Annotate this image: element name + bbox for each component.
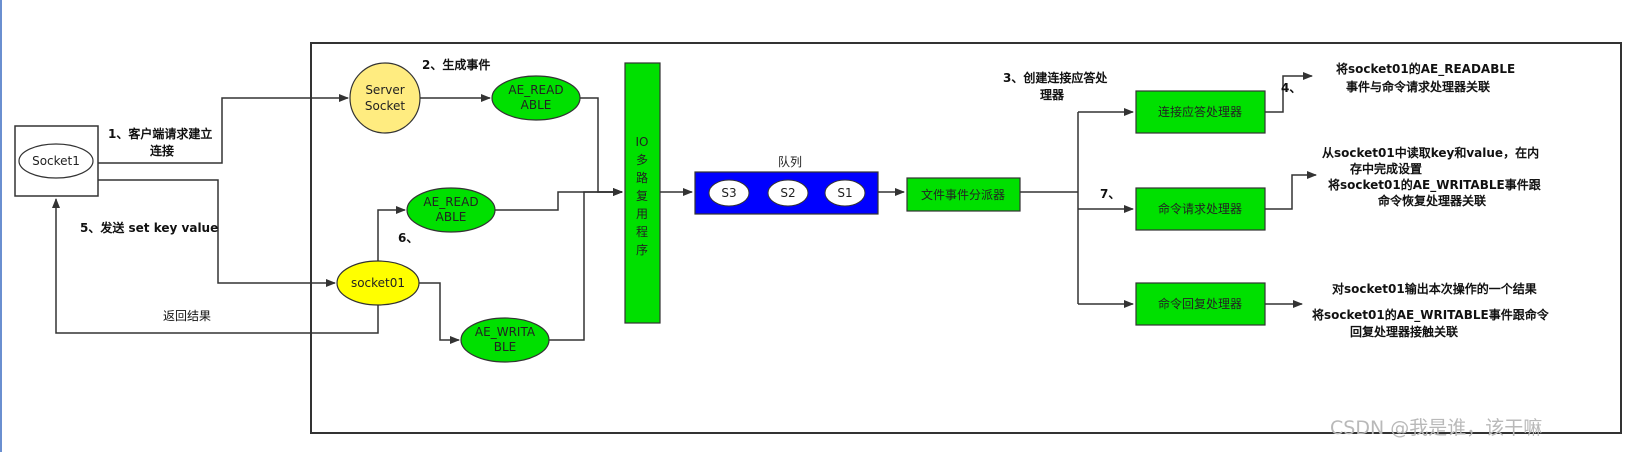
step1-label-line1: 1、客户端请求建立 bbox=[108, 126, 212, 141]
ae-readable-top-label-1: AE_READ bbox=[508, 83, 563, 97]
io-char: IO bbox=[636, 135, 649, 149]
read-desc-line1: 从socket01中读取key和value，在内 bbox=[1322, 145, 1539, 160]
edge-req-handler-out bbox=[1265, 171, 1317, 210]
step4-desc-line1: 将socket01的AE_READABLE bbox=[1336, 61, 1515, 77]
step3-label-line1: 3、创建连接应答处 bbox=[1003, 70, 1108, 85]
step1-label-line2: 连接 bbox=[150, 143, 174, 158]
reply-desc-line3: 回复处理器接触关联 bbox=[1350, 324, 1458, 339]
ae-readable-mid-label-2: ABLE bbox=[436, 210, 467, 224]
main-frame bbox=[310, 42, 1622, 434]
connectors bbox=[52, 72, 1317, 344]
queue-item-s3 bbox=[708, 179, 750, 207]
reply-desc-line2: 将socket01的AE_WRITABLE事件跟命令 bbox=[1312, 307, 1550, 323]
io-char: 序 bbox=[636, 242, 648, 257]
step2-label: 2、生成事件 bbox=[422, 57, 490, 72]
edge-readable-top-io bbox=[580, 97, 623, 196]
step4-desc-line2: 事件与命令请求处理器关联 bbox=[1346, 79, 1490, 94]
ae-readable-mid-label-1: AE_READ bbox=[423, 195, 478, 209]
ae-writable-label-2: BLE bbox=[494, 340, 517, 354]
reply-desc-line1: 对socket01输出本次操作的一个结果 bbox=[1332, 281, 1537, 296]
edge-socket01-readable bbox=[377, 206, 406, 261]
io-char: 用 bbox=[636, 207, 648, 221]
watermark: CSDN @我是谁，该干嘛 bbox=[1330, 417, 1542, 439]
conn-handler-box bbox=[1135, 90, 1266, 134]
queue-item-s1 bbox=[824, 179, 866, 207]
read-desc-line3: 将socket01的AE_WRITABLE事件跟 bbox=[1328, 177, 1542, 193]
edge-socket01-return bbox=[52, 198, 379, 334]
req-handler-box bbox=[1135, 187, 1266, 231]
return-result-label: 返回结果 bbox=[163, 309, 211, 323]
io-char: 多 bbox=[636, 153, 648, 167]
server-socket-label-1: Server bbox=[365, 83, 404, 97]
socket01-label: socket01 bbox=[351, 276, 405, 290]
step3-label-line2: 理器 bbox=[1040, 88, 1065, 102]
step7-label: 7、 bbox=[1100, 187, 1120, 201]
dispatcher-label: 文件事件分派器 bbox=[921, 187, 1005, 202]
step4-label: 4、 bbox=[1281, 81, 1301, 95]
edge-readable-mid-io bbox=[495, 188, 623, 211]
reply-handler-label: 命令回复处理器 bbox=[1158, 296, 1242, 311]
edge-socket1-socket01 bbox=[98, 179, 336, 287]
read-desc-line4: 命令恢复处理器关联 bbox=[1377, 193, 1486, 208]
read-desc-line2: 存中完成设置 bbox=[1349, 161, 1422, 176]
step5-label: 5、发送 set key value bbox=[80, 220, 218, 235]
io-char: 程 bbox=[636, 224, 648, 239]
queue-item-s2-label: S2 bbox=[780, 186, 795, 200]
ae-readable-top-label-2: ABLE bbox=[521, 98, 552, 112]
io-char: 复 bbox=[636, 189, 648, 203]
reply-handler-box bbox=[1135, 282, 1266, 326]
edge-writable-io bbox=[549, 188, 623, 341]
socket1-label: Socket1 bbox=[32, 154, 80, 168]
io-multiplexer-box bbox=[624, 62, 661, 324]
queue-item-s3-label: S3 bbox=[721, 186, 736, 200]
io-char: 路 bbox=[636, 170, 648, 185]
ae-writable-label-1: AE_WRITA bbox=[475, 325, 536, 339]
io-multiplexer-label: IO 多 路 复 用 程 序 bbox=[636, 135, 649, 257]
edge-conn-handler-out bbox=[1265, 72, 1313, 113]
server-socket-node bbox=[349, 62, 421, 134]
server-socket-label-2: Socket bbox=[365, 99, 405, 113]
socket1-node bbox=[18, 143, 94, 179]
req-handler-label: 命令请求处理器 bbox=[1158, 201, 1242, 216]
step6-label: 6、 bbox=[398, 231, 418, 245]
dispatcher-box bbox=[906, 177, 1021, 212]
queue-item-s2 bbox=[767, 179, 809, 207]
edge-socket01-writable bbox=[419, 282, 460, 344]
queue-label: 队列 bbox=[778, 154, 802, 169]
queue-item-s1-label: S1 bbox=[837, 186, 852, 200]
conn-handler-label: 连接应答处理器 bbox=[1158, 104, 1242, 119]
edge-socket1-server bbox=[98, 94, 349, 164]
